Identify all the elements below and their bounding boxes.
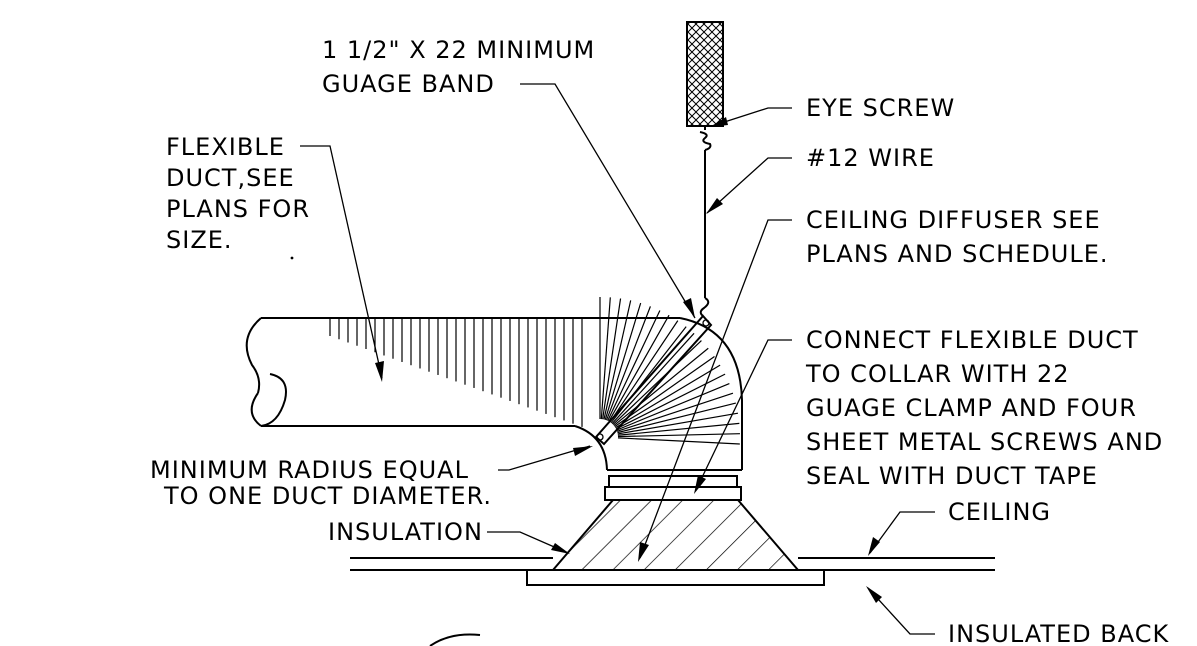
- svg-text:TO ONE DUCT DIAMETER.: TO ONE DUCT DIAMETER.: [163, 482, 492, 510]
- duct-rib: [617, 437, 740, 445]
- label-diffuser: CEILING DIFFUSER SEE PLANS AND SCHEDULE.: [806, 206, 1109, 268]
- duct-rib: [604, 302, 642, 420]
- svg-text:GUAGE CLAMP AND FOUR: GUAGE CLAMP AND FOUR: [806, 394, 1137, 422]
- band-strap: [594, 314, 713, 446]
- leader-band: [520, 83, 696, 319]
- leader-connect: [694, 339, 792, 494]
- svg-text:CEILING DIFFUSER SEE: CEILING DIFFUSER SEE: [806, 206, 1101, 234]
- leader-flex-duct: [300, 145, 384, 382]
- partial-circle: [429, 633, 481, 646]
- duct-rib: [612, 340, 702, 426]
- duct-rib: [605, 306, 651, 421]
- stray-dot: [290, 256, 294, 260]
- hanger-wire: [699, 150, 710, 317]
- leader-ceiling: [868, 511, 935, 556]
- leader-radius: [498, 445, 593, 471]
- structure-block: [686, 21, 724, 127]
- duct-rib: [615, 373, 726, 430]
- svg-text:DUCT,SEE: DUCT,SEE: [166, 164, 295, 192]
- flexible-duct: [245, 297, 743, 471]
- svg-text:SIZE.: SIZE.: [166, 226, 233, 254]
- leader-insulated-back: [866, 586, 935, 635]
- duct-rib: [609, 320, 679, 423]
- svg-text:SHEET METAL SCREWS AND: SHEET METAL SCREWS AND: [806, 428, 1163, 456]
- svg-text:GUAGE BAND: GUAGE BAND: [322, 70, 495, 98]
- svg-text:FLEXIBLE: FLEXIBLE: [166, 133, 285, 161]
- svg-text:TO COLLAR WITH 22: TO COLLAR WITH 22: [805, 360, 1070, 388]
- svg-text:PLANS AND SCHEDULE.: PLANS AND SCHEDULE.: [806, 240, 1109, 268]
- svg-text:MINIMUM RADIUS EQUAL: MINIMUM RADIUS EQUAL: [150, 456, 469, 484]
- duct-rib: [611, 332, 695, 425]
- label-radius: MINIMUM RADIUS EQUAL TO ONE DUCT DIAMETE…: [150, 456, 492, 510]
- duct-rib: [608, 314, 670, 422]
- leader-insulation: [487, 531, 570, 554]
- duct-rib: [600, 297, 611, 420]
- duct-rib: [617, 412, 739, 435]
- label-eye-screw: EYE SCREW: [806, 94, 955, 122]
- duct-rib: [617, 402, 736, 434]
- duct-rib: [617, 422, 740, 436]
- collar-clamp: [604, 475, 742, 501]
- ceiling: [350, 557, 995, 571]
- label-flex-duct: FLEXIBLE DUCT,SEE PLANS FOR SIZE.: [166, 133, 310, 254]
- svg-text:CONNECT FLEXIBLE DUCT: CONNECT FLEXIBLE DUCT: [806, 326, 1139, 354]
- label-wire: #12 WIRE: [806, 144, 935, 172]
- duct-rib: [616, 382, 730, 431]
- leader-eye-screw: [710, 107, 792, 127]
- duct-rib: [603, 300, 632, 420]
- duct-rib: [616, 392, 734, 432]
- duct-rib: [617, 433, 740, 438]
- label-connect: CONNECT FLEXIBLE DUCT TO COLLAR WITH 22 …: [805, 326, 1163, 490]
- label-insulation: INSULATION: [328, 518, 483, 546]
- label-insulated-back: INSULATED BACK: [948, 620, 1169, 646]
- duct-rib: [613, 347, 709, 427]
- leader-diffuser: [638, 219, 792, 562]
- label-ceiling: CEILING: [948, 498, 1051, 526]
- svg-text:1 1/2" X 22 MINIMUM: 1 1/2" X 22 MINIMUM: [322, 36, 595, 64]
- duct-rib: [615, 364, 721, 429]
- label-band: 1 1/2" X 22 MINIMUM GUAGE BAND: [322, 36, 595, 98]
- duct-rib: [607, 310, 661, 421]
- eye-screw: [699, 126, 712, 151]
- svg-text:PLANS FOR: PLANS FOR: [166, 195, 310, 223]
- svg-text:SEAL WITH DUCT TAPE: SEAL WITH DUCT TAPE: [806, 462, 1098, 490]
- insulated-back-plate: [526, 569, 825, 586]
- ceiling-diffuser: [550, 499, 801, 571]
- leader-wire: [706, 157, 792, 214]
- duct-rib: [602, 298, 622, 420]
